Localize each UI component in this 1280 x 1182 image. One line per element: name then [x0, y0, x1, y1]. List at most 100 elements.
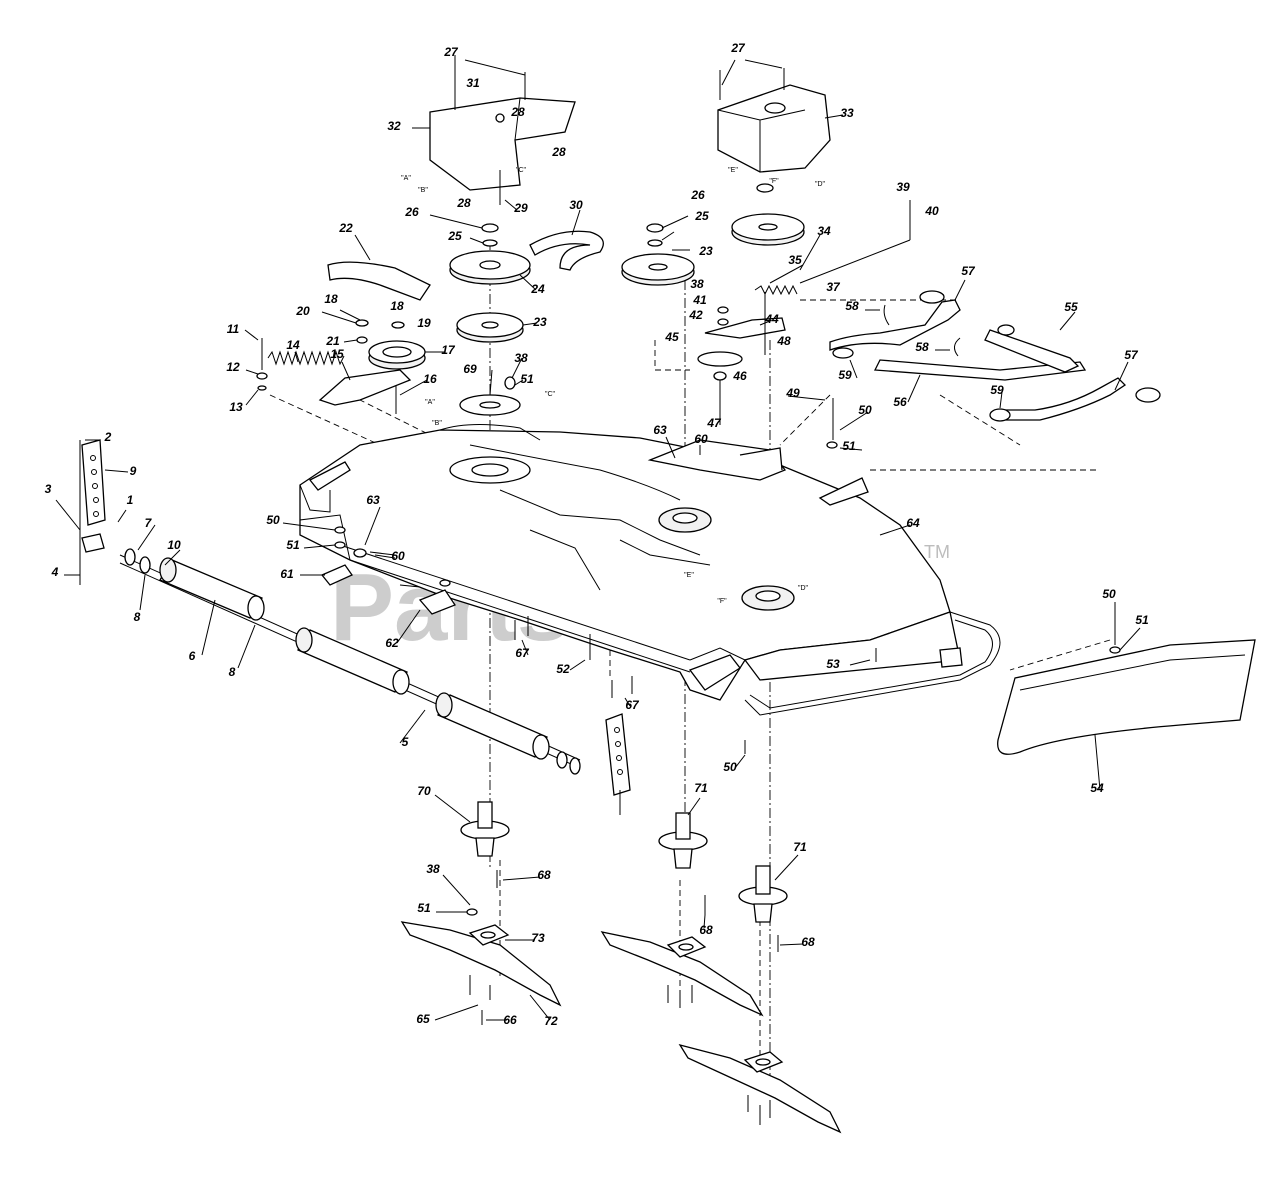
callout-60: 60: [694, 432, 708, 446]
blade-left: [400, 921, 562, 1007]
callout-41: 41: [692, 293, 707, 307]
gauge-wheel-bracket-left: [79, 439, 106, 585]
callout-68: 68: [537, 868, 551, 882]
callout-53: 53: [826, 657, 840, 671]
callout-65: 65: [416, 1012, 430, 1026]
gauge-wheel-bracket-right: [605, 713, 631, 815]
callout-25: 25: [447, 229, 462, 243]
letter-mark: "C": [545, 391, 556, 398]
callout-42: 42: [688, 308, 703, 322]
deck-side-panel: [743, 611, 1001, 716]
callout-68: 68: [699, 923, 713, 937]
callout-21: 21: [325, 334, 340, 348]
callout-19: 19: [417, 316, 431, 330]
idler-bracket-15: [318, 369, 412, 406]
callout-57: 57: [961, 264, 976, 278]
callout-14: 14: [286, 338, 300, 352]
callout-8: 8: [134, 610, 141, 624]
pulley-right-upper: [731, 213, 805, 246]
callout-3: 3: [45, 482, 52, 496]
callout-31: 31: [466, 76, 480, 90]
callout-12: 12: [226, 360, 240, 374]
callout-49: 49: [785, 386, 800, 400]
callout-23: 23: [532, 315, 547, 329]
callout-50: 50: [1102, 587, 1116, 601]
callout-72: 72: [544, 1014, 558, 1028]
callout-8: 8: [229, 665, 236, 679]
callout-55: 55: [1064, 300, 1078, 314]
callout-57: 57: [1124, 348, 1139, 362]
callout-63: 63: [366, 493, 380, 507]
callout-48: 48: [776, 334, 791, 348]
callout-73: 73: [531, 931, 545, 945]
callout-30: 30: [569, 198, 583, 212]
callout-50: 50: [266, 513, 280, 527]
letter-mark: "B": [432, 420, 442, 427]
callout-69: 69: [463, 362, 477, 376]
callout-45: 45: [664, 330, 679, 344]
callout-38: 38: [690, 277, 704, 291]
letter-mark: "E": [728, 167, 738, 174]
drive-belts: [327, 230, 604, 301]
hardware-washers: [256, 170, 774, 425]
callout-51: 51: [520, 372, 534, 386]
callout-39: 39: [896, 180, 910, 194]
letter-mark: "F": [717, 598, 727, 605]
position-letter-marks: "A""B""C""A""B""C""E""F""D""E""F""D": [401, 167, 825, 605]
deck-housing: [299, 423, 951, 701]
letter-mark: "A": [401, 175, 411, 182]
callout-33: 33: [840, 106, 854, 120]
lift-linkage: [829, 290, 1161, 422]
callout-44: 44: [764, 312, 779, 326]
callout-26: 26: [690, 188, 705, 202]
belt-guard-right: [717, 68, 831, 173]
callout-27: 27: [730, 41, 746, 55]
callout-59: 59: [990, 383, 1004, 397]
callout-56: 56: [893, 395, 907, 409]
callout-13: 13: [229, 400, 243, 414]
letter-mark: "B": [418, 187, 428, 194]
callout-28: 28: [551, 145, 566, 159]
letter-mark: "E": [684, 572, 694, 579]
callout-1: 1: [127, 493, 134, 507]
callout-50: 50: [723, 760, 737, 774]
callout-67: 67: [625, 698, 640, 712]
letter-mark: "F": [769, 178, 779, 185]
trademark-mark: TM: [924, 542, 950, 562]
callout-38: 38: [426, 862, 440, 876]
callout-38: 38: [514, 351, 528, 365]
pulley-24: [449, 250, 531, 285]
callout-15: 15: [330, 347, 344, 361]
callout-52: 52: [556, 662, 570, 676]
callout-5: 5: [402, 735, 409, 749]
callout-50: 50: [858, 403, 872, 417]
letter-mark: "D": [815, 181, 826, 188]
callout-11: 11: [227, 322, 240, 336]
callout-40: 40: [924, 204, 939, 218]
callout-27: 27: [443, 45, 459, 59]
callout-68: 68: [801, 935, 815, 949]
callout-29: 29: [513, 201, 528, 215]
callout-71: 71: [793, 840, 807, 854]
callout-62: 62: [385, 636, 399, 650]
leader-lines: [55, 59, 1141, 1021]
callout-35: 35: [788, 253, 802, 267]
callout-16: 16: [423, 372, 437, 386]
anti-scalp-rollers: [119, 548, 581, 775]
callout-67: 67: [515, 646, 530, 660]
callout-17: 17: [441, 343, 456, 357]
callout-9: 9: [130, 464, 137, 478]
callout-51: 51: [842, 439, 856, 453]
rear-shield-54: [997, 639, 1256, 755]
callout-22: 22: [338, 221, 353, 235]
callout-51: 51: [417, 901, 431, 915]
callout-37: 37: [826, 280, 841, 294]
idler-pulley-17: [368, 340, 426, 370]
callout-51: 51: [286, 538, 300, 552]
callout-63: 63: [653, 423, 667, 437]
callout-51: 51: [1135, 613, 1149, 627]
bearing-plate-69: [459, 394, 521, 416]
callout-7: 7: [145, 516, 153, 530]
callout-47: 47: [706, 416, 722, 430]
